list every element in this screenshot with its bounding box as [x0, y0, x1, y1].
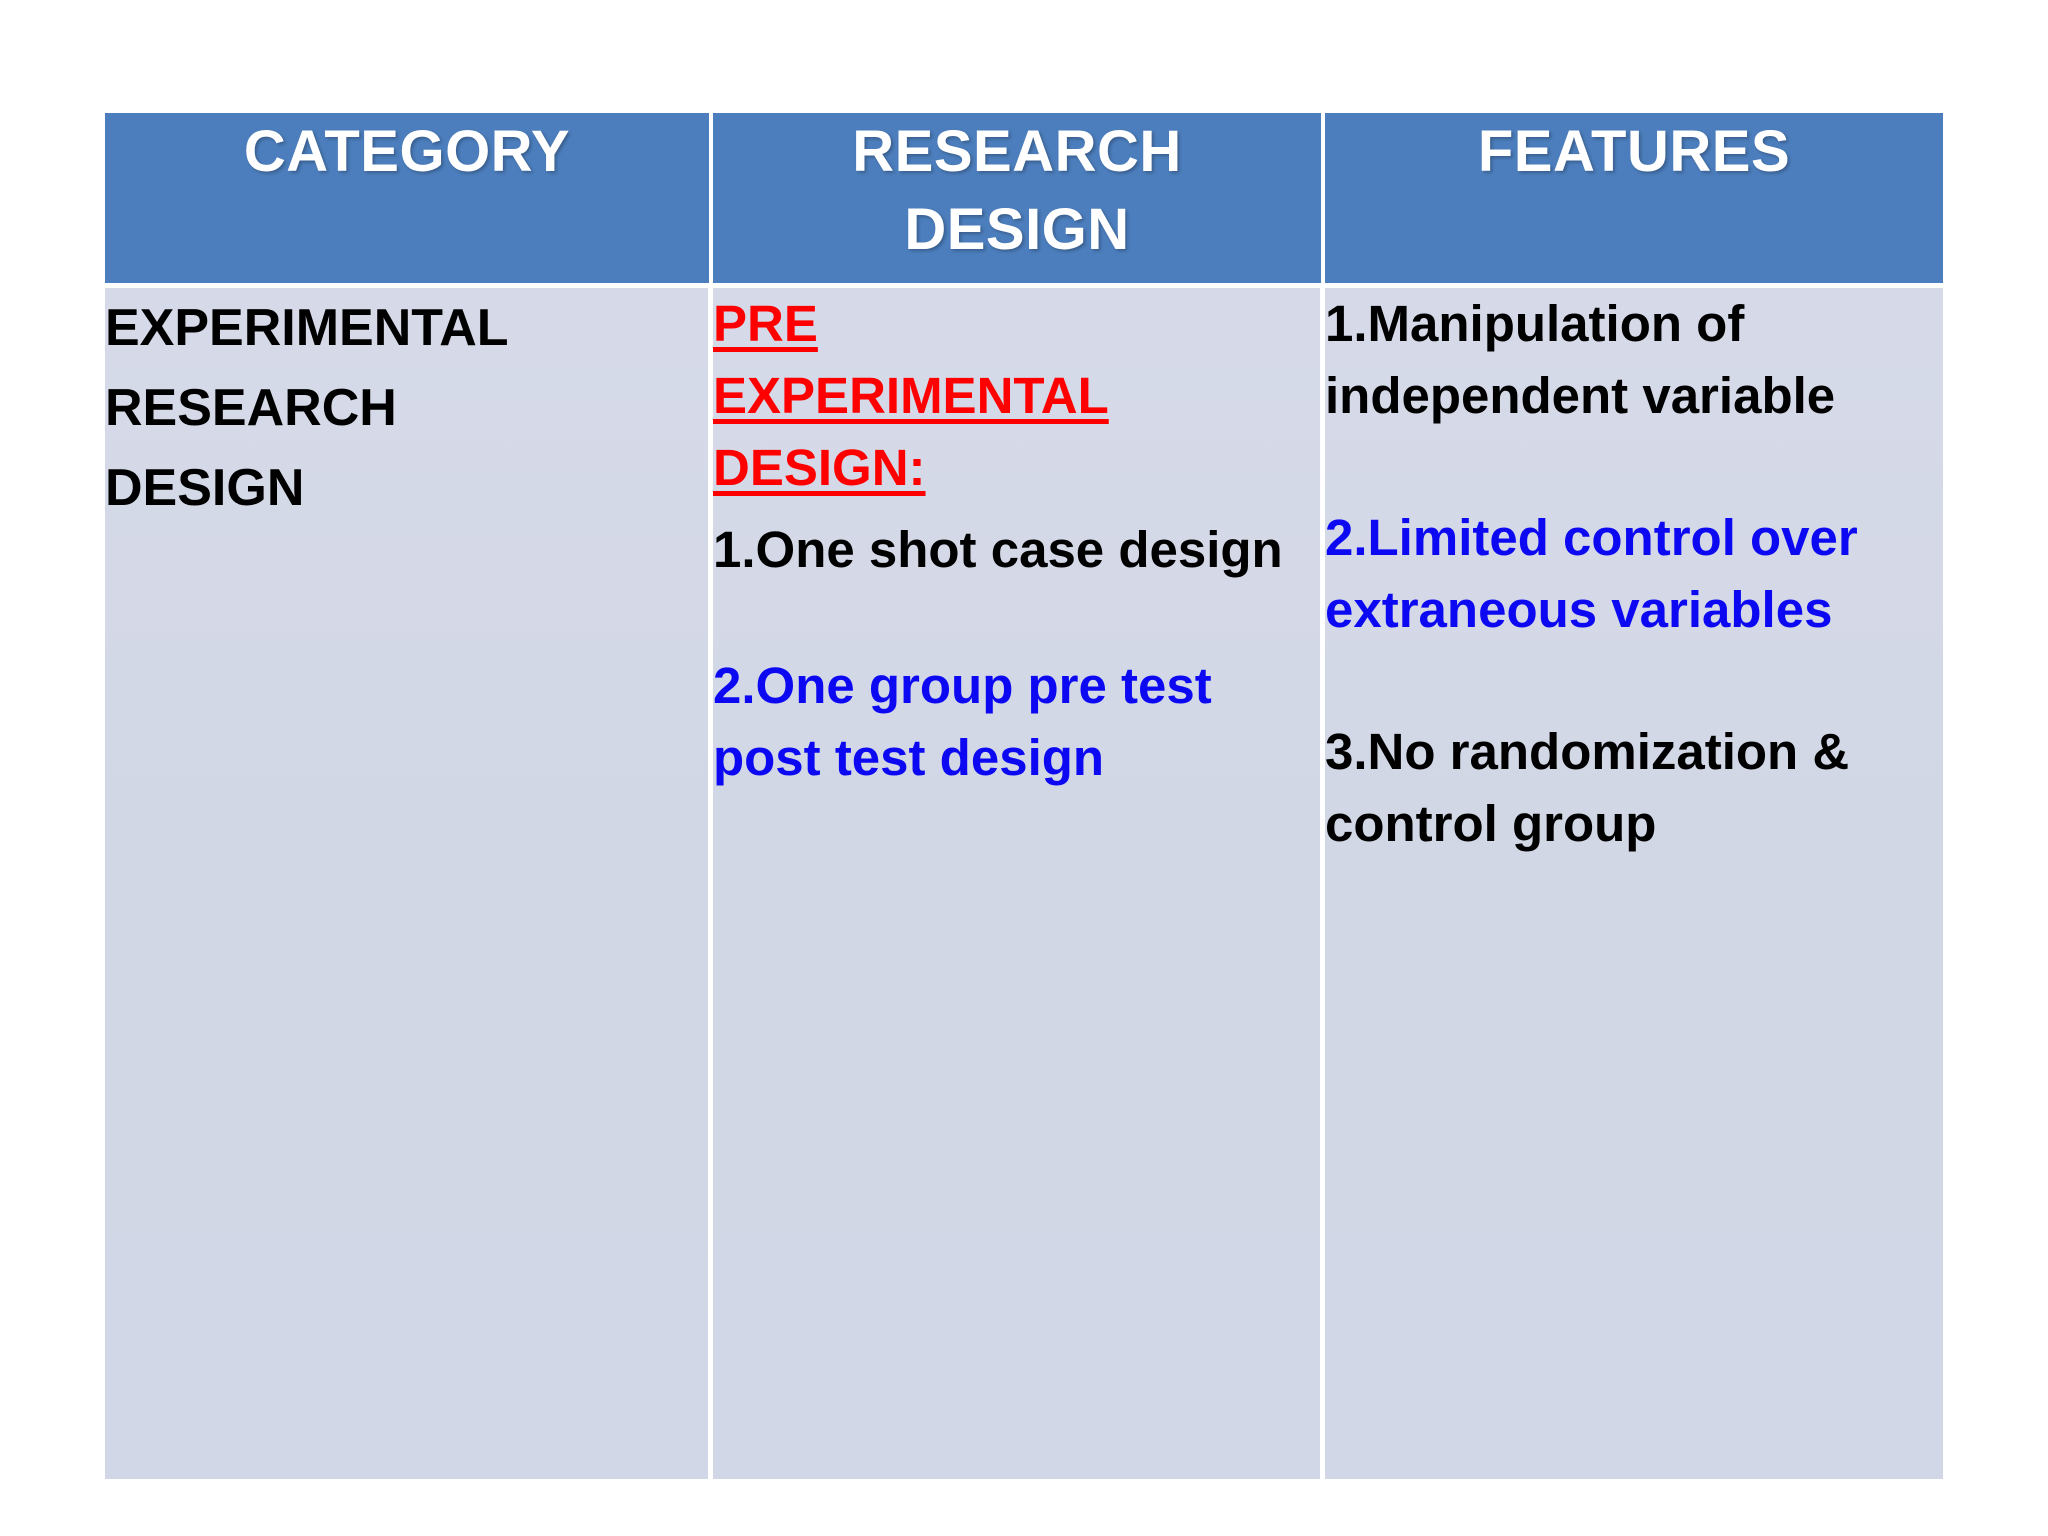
spacer	[713, 586, 1320, 650]
feature-item-2: 2.Limited control over extraneous variab…	[1325, 509, 1858, 638]
table-header: CATEGORY RESEARCH DESIGN FEATURES	[105, 113, 1943, 288]
header-label-research-design: RESEARCH DESIGN	[852, 119, 1182, 262]
spacer	[713, 504, 1320, 514]
research-design-table: CATEGORY RESEARCH DESIGN FEATURES EXPERI…	[105, 113, 1943, 1479]
category-text: EXPERIMENTAL RESEARCH DESIGN	[105, 299, 509, 517]
table-row: EXPERIMENTAL RESEARCH DESIGN PRE EXPERIM…	[105, 288, 1943, 1479]
feature-item-3: 3.No randomization & control group	[1325, 723, 1850, 852]
feature-item-1: 1.Manipulation of independent variable	[1325, 295, 1836, 424]
pre-experimental-heading: PRE EXPERIMENTAL DESIGN:	[713, 295, 1109, 496]
header-row: CATEGORY RESEARCH DESIGN FEATURES	[105, 113, 1943, 288]
header-label-features: FEATURES	[1477, 119, 1791, 184]
header-label-category: CATEGORY	[243, 119, 571, 184]
cell-research-design: PRE EXPERIMENTAL DESIGN: 1.One shot case…	[713, 288, 1325, 1479]
spacer	[1325, 646, 1943, 716]
header-cell-category: CATEGORY	[105, 113, 713, 288]
header-cell-research-design: RESEARCH DESIGN	[713, 113, 1325, 288]
design-item-2: 2.One group pre test post test design	[713, 657, 1212, 786]
design-item-1: 1.One shot case design	[713, 521, 1283, 578]
table-body: EXPERIMENTAL RESEARCH DESIGN PRE EXPERIM…	[105, 288, 1943, 1479]
cell-category: EXPERIMENTAL RESEARCH DESIGN	[105, 288, 713, 1479]
header-cell-features: FEATURES	[1325, 113, 1943, 288]
cell-features: 1.Manipulation of independent variable 2…	[1325, 288, 1943, 1479]
spacer	[1325, 432, 1943, 502]
